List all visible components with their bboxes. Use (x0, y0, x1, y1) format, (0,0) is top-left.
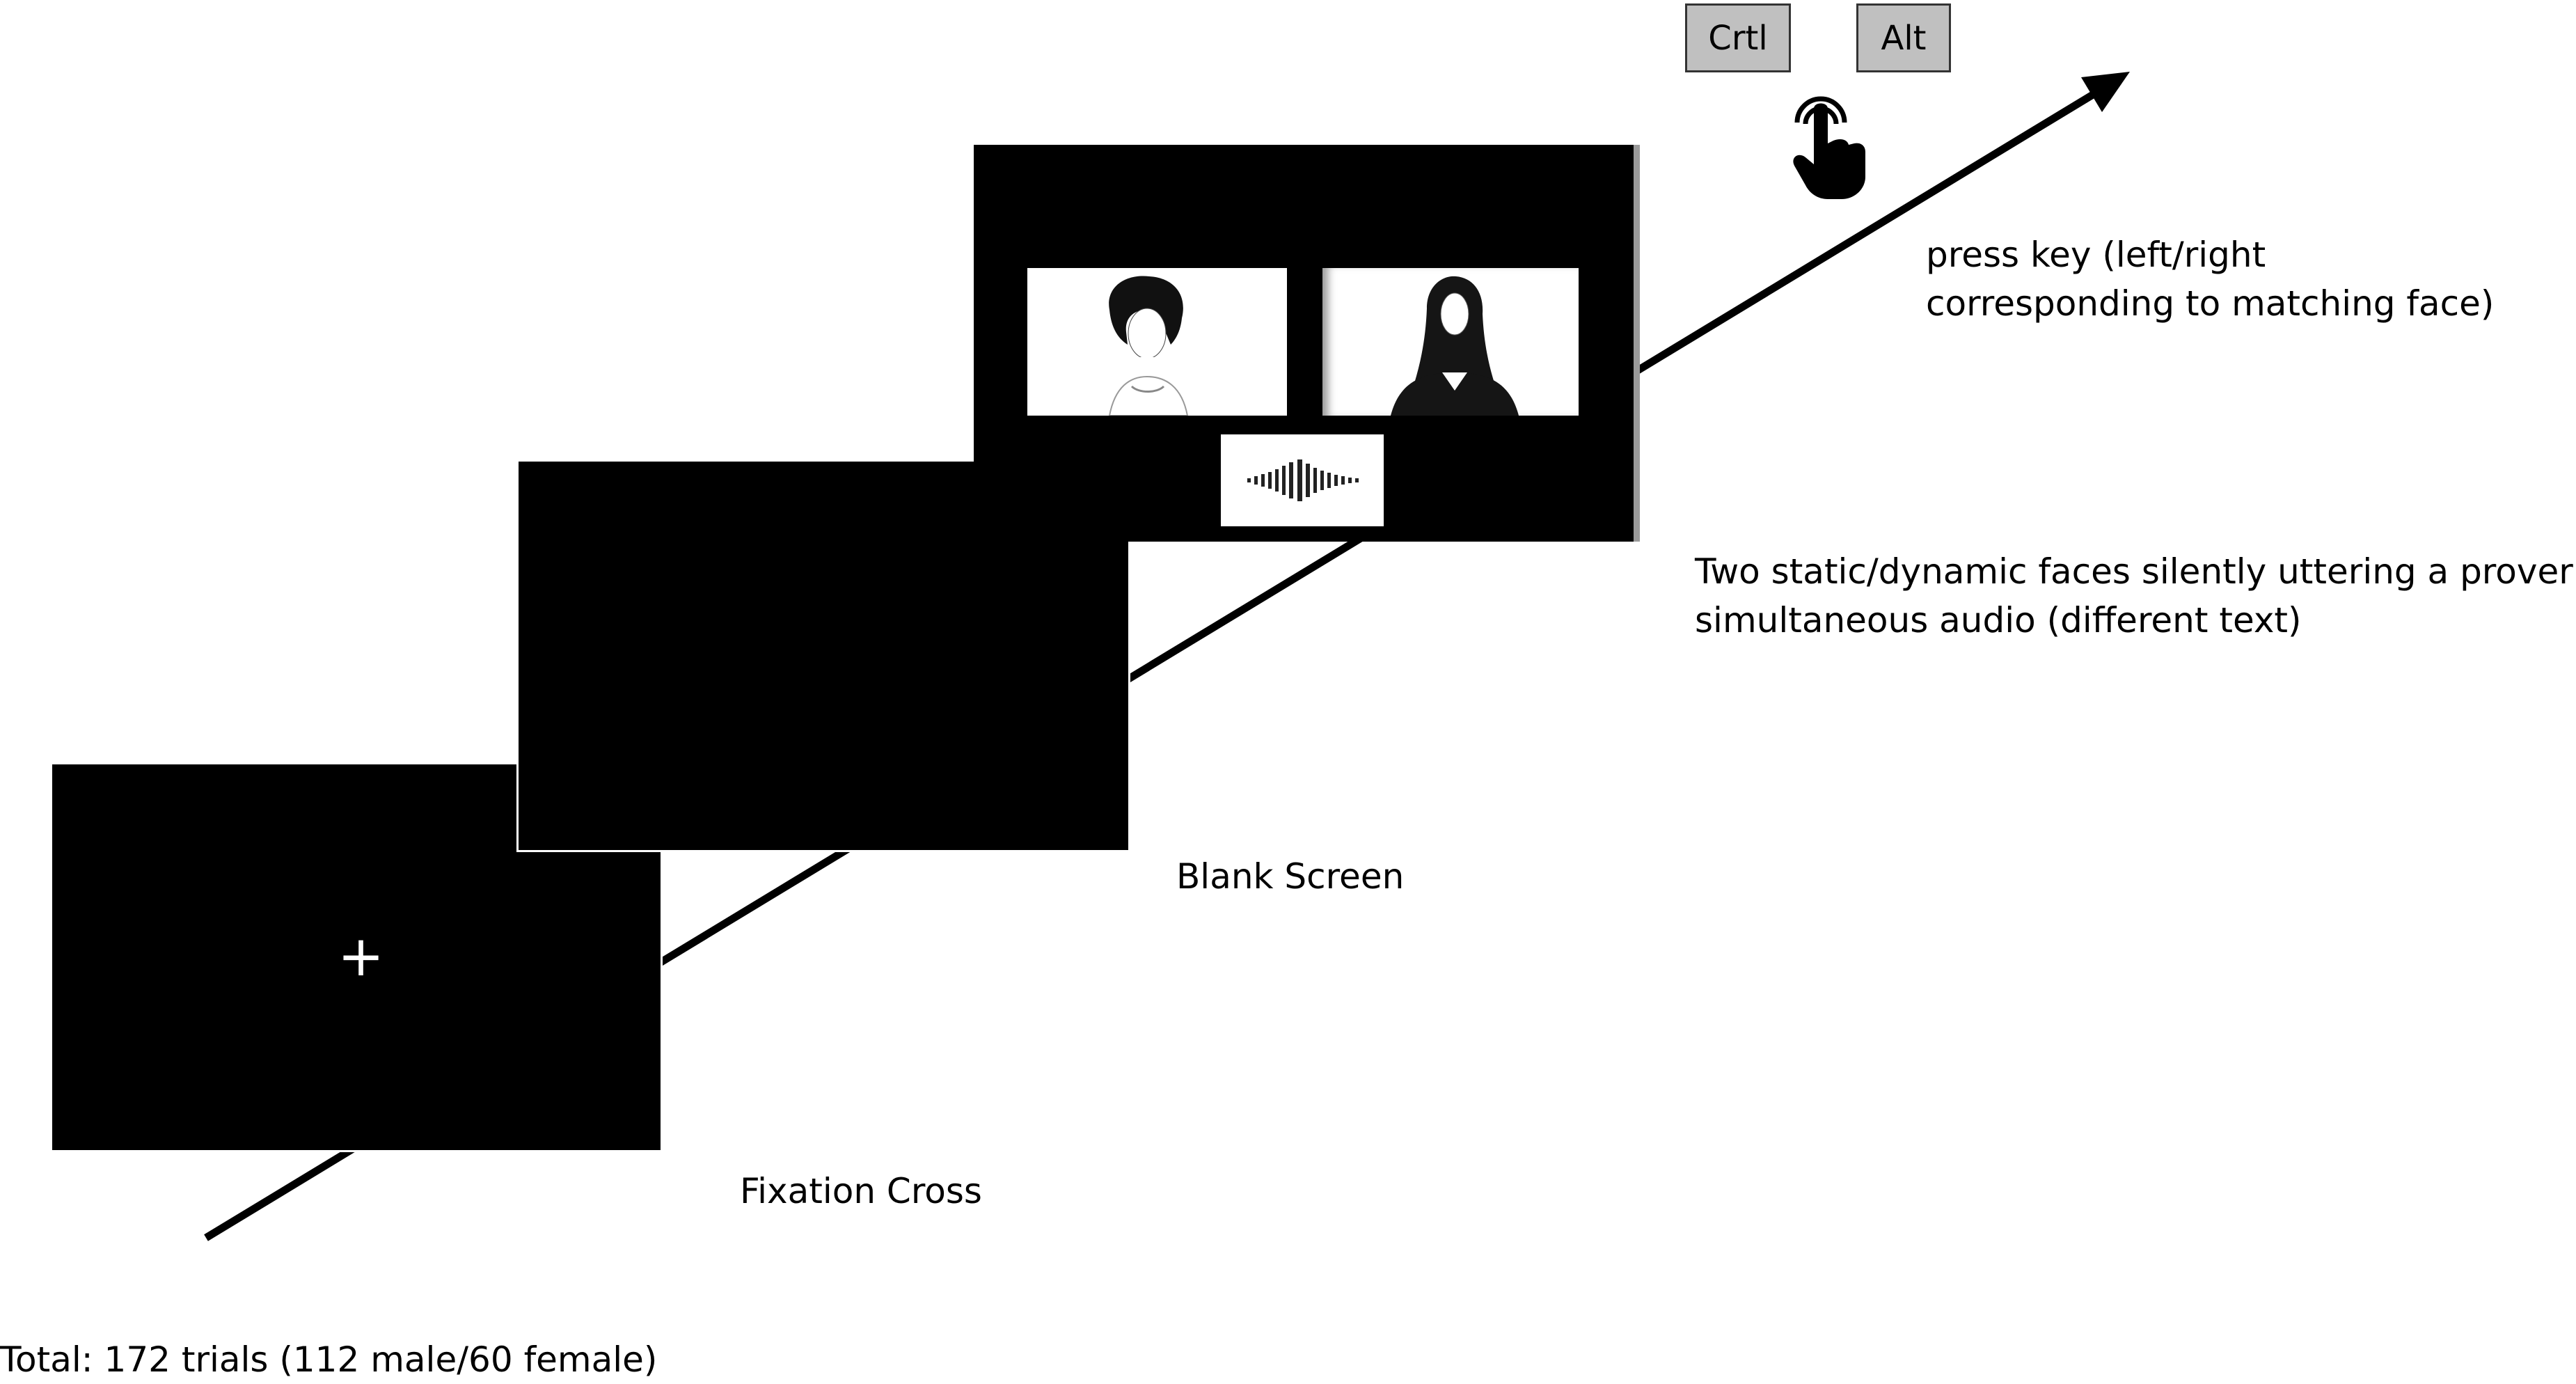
face-left-image (1027, 268, 1287, 416)
total-trials-label: Total: 172 trials (112 male/60 female) (0, 1339, 658, 1380)
hand-pointer-icon (1793, 96, 1865, 199)
blank-screen-label: Blank Screen (1176, 856, 1405, 897)
key-alt-button: Alt (1856, 3, 1951, 72)
stimulus-label-line1: Two static/dynamic faces silently utteri… (1695, 551, 2576, 592)
fixation-cross-label: Fixation Cross (740, 1171, 982, 1211)
sound-wave-icon (1221, 434, 1384, 526)
key-ctrl-button: Crtl (1685, 3, 1791, 72)
response-label-line1: press key (left/right (1926, 235, 2266, 275)
face-right-image (1322, 268, 1579, 416)
stimulus-screen (974, 145, 1640, 542)
fixation-cross: + (338, 924, 385, 989)
response-label-line2: corresponding to matching face) (1926, 283, 2495, 324)
stimulus-label-line2: simultaneous audio (different text) (1695, 600, 2302, 640)
